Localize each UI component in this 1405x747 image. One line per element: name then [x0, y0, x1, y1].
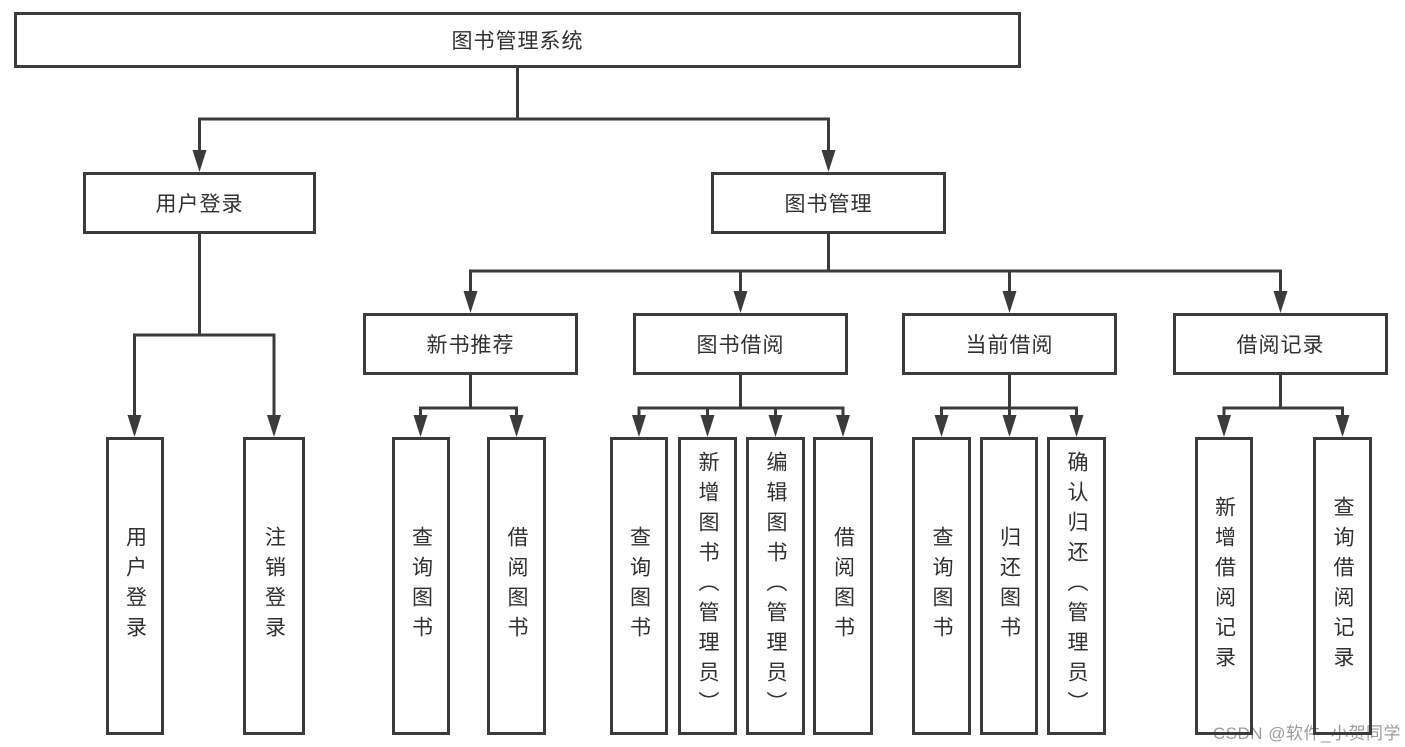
node-label: 借阅记录: [1236, 334, 1325, 357]
node-label: 图书管理系统: [451, 30, 584, 53]
leaf-query-books-borrow: 查询图书: [610, 437, 668, 735]
node-label: 归还图书: [997, 526, 1021, 646]
node-label: 新书推荐: [426, 334, 515, 357]
leaf-borrow-books-recommend: 借阅图书: [487, 437, 546, 735]
node-label: 查询图书: [409, 526, 433, 646]
node-label: 确认归还（管理员）: [1065, 451, 1088, 721]
leaf-logout: 注销登录: [243, 437, 305, 735]
node-label: 查询借阅记录: [1331, 496, 1354, 676]
node-label: 查询图书: [627, 526, 651, 646]
node-label: 查询图书: [930, 526, 953, 646]
node-current-borrow: 当前借阅: [902, 313, 1117, 375]
leaf-query-borrow-record: 查询借阅记录: [1313, 437, 1372, 735]
leaf-add-books-admin: 新增图书（管理员）: [678, 437, 737, 735]
leaf-confirm-return-admin: 确认归还（管理员）: [1047, 437, 1106, 735]
node-label: 用户登录: [123, 526, 147, 646]
node-label: 当前借阅: [965, 334, 1054, 357]
leaf-edit-books-admin: 编辑图书（管理员）: [746, 437, 805, 735]
leaf-query-books-recommend: 查询图书: [392, 437, 450, 735]
csdn-watermark: CSDN @软件_小贺同学: [1212, 724, 1401, 743]
node-label: 图书借阅: [696, 334, 785, 357]
node-new-book-recommend: 新书推荐: [363, 313, 578, 375]
node-label: 注销登录: [262, 526, 286, 646]
node-label: 用户登录: [155, 193, 244, 216]
node-user-login-group: 用户登录: [83, 172, 316, 234]
node-book-borrow: 图书借阅: [633, 313, 848, 375]
node-library-management-system: 图书管理系统: [14, 12, 1021, 68]
node-label: 编辑图书（管理员）: [764, 451, 787, 721]
node-label: 新增图书（管理员）: [696, 451, 719, 721]
node-label: 借阅图书: [831, 526, 855, 646]
leaf-borrow-books: 借阅图书: [813, 437, 873, 735]
node-label: 图书管理: [784, 193, 873, 216]
leaf-query-books-current: 查询图书: [912, 437, 971, 735]
leaf-add-borrow-record: 新增借阅记录: [1195, 437, 1253, 735]
node-label: 借阅图书: [505, 526, 528, 646]
leaf-return-books: 归还图书: [980, 437, 1038, 735]
leaf-user-login: 用户登录: [106, 437, 164, 735]
node-label: 新增借阅记录: [1212, 496, 1236, 676]
node-book-management-group: 图书管理: [711, 172, 946, 234]
node-borrow-records: 借阅记录: [1173, 313, 1388, 375]
